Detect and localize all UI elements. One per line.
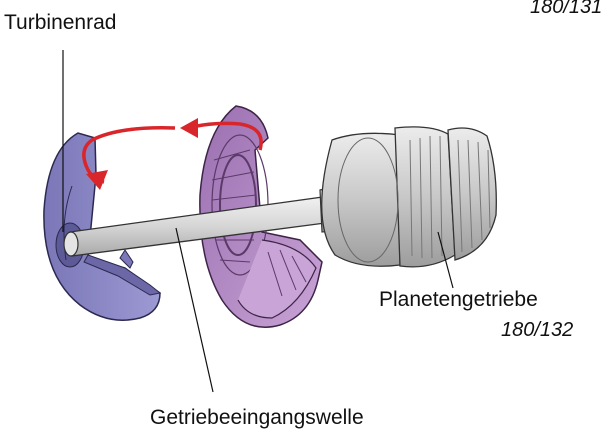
label-planetary: Planetengetriebe [379,289,538,310]
planetary-gearset [320,127,496,267]
label-shaft: Getriebeeingangswelle [150,407,364,428]
figure-ref-bottom: 180/132 [501,320,573,340]
label-turbine: Turbinenrad [4,12,116,33]
arrow-head-icon [180,118,198,138]
figure-ref-top: 180/131 [530,0,602,17]
